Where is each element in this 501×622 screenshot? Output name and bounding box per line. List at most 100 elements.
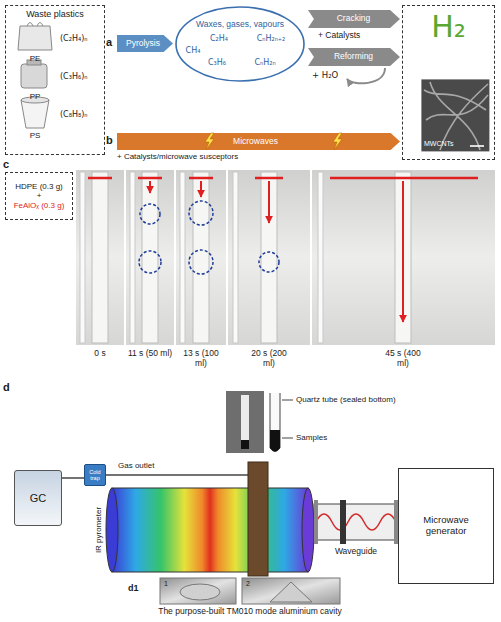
node-text: Microwaves — [233, 137, 278, 147]
arrow-body — [308, 10, 400, 28]
dashed-group-box: Waste plastics — [5, 5, 105, 155]
node-text: FeAlOₓ (0.3 g) — [14, 201, 65, 210]
cavity-photo — [160, 578, 236, 604]
node-text: MWCNTs — [424, 140, 454, 148]
bag-handles — [27, 23, 43, 27]
plastic-icons — [18, 23, 52, 129]
node-text: Microwave generator — [403, 515, 489, 537]
process-arrow: Cracking — [308, 10, 400, 28]
node-text: Waxes, gases, vapours — [196, 20, 284, 30]
panel-letter: d1 — [128, 583, 139, 593]
node-text: GC — [30, 492, 47, 505]
node-text: CH₄ — [186, 46, 201, 55]
bag-icon — [18, 26, 52, 50]
time-label-text: 20 s (200 ml) — [245, 349, 293, 369]
recycle-arrow — [347, 68, 385, 83]
time-label-text: 13 s (100 ml) — [177, 349, 225, 369]
node-text: C₂H₄ — [210, 34, 228, 43]
node-text: Pyrolysis — [126, 39, 160, 49]
lightning-symbol — [333, 133, 342, 150]
scale-bar — [470, 145, 484, 147]
photo-sample — [241, 440, 249, 449]
container-icon — [21, 64, 47, 88]
node-text: CₙH₂ₙ — [254, 58, 275, 67]
waveguide-flange — [314, 500, 318, 544]
formula-text: (C₃H₆)ₙ — [60, 72, 87, 81]
leader-line — [282, 400, 293, 401]
bubble-marker — [259, 252, 279, 272]
level-line — [330, 177, 478, 180]
gas-burette — [395, 172, 411, 343]
condition-note-text: + Catalysts/microwave susceptors — [117, 152, 238, 161]
photo-tube — [241, 395, 249, 449]
text-slot: C₂H₄ — [210, 34, 228, 43]
sem-image: MWCNTs — [421, 79, 489, 151]
formula-text: (C₈H₈)ₙ — [60, 110, 87, 119]
cavity-end — [302, 488, 314, 572]
photo-frame — [312, 170, 495, 345]
microwave-wave — [316, 514, 396, 530]
text-slot: CH₄ — [186, 46, 201, 55]
cavity-end — [106, 488, 118, 572]
text-slot: CₙH₂ₙ — [254, 58, 275, 67]
tube — [80, 172, 85, 343]
level-arrow — [268, 181, 270, 223]
lightning-symbol — [205, 133, 214, 150]
photo-frame — [126, 170, 174, 345]
generator-box: Microwave generator — [398, 468, 494, 584]
part-label-text: IR pyrometer — [94, 507, 103, 553]
process-arrow: Pyrolysis — [117, 35, 173, 52]
photo-frame — [76, 170, 124, 345]
pipe-connector — [62, 477, 84, 479]
gc-box: GC — [14, 470, 62, 526]
dashed-product-box: H₂ MWCNTs — [402, 5, 495, 160]
level-line — [255, 177, 283, 180]
panel-letter-text: c — [3, 158, 9, 171]
part-label: Samples — [296, 433, 327, 442]
time-label: 20 s (200 ml) — [245, 349, 293, 369]
cavity-field — [112, 488, 308, 572]
gas-burette — [193, 172, 209, 343]
cup-icon — [21, 100, 49, 128]
node-text: H₂ — [431, 10, 466, 45]
condition-note: + H₂O — [312, 71, 338, 81]
plastic-name: PE — [30, 54, 41, 63]
leader-line — [282, 438, 293, 439]
condition-note-text: + Catalysts — [318, 31, 360, 41]
text-slot: CₙH₂ₙ₊₂ — [257, 34, 286, 43]
time-label-text: 11 s (50 ml) — [126, 349, 174, 359]
panel-letter-text: b — [106, 134, 113, 147]
inset-photo — [226, 391, 264, 453]
plastic-name-text: PS — [30, 131, 41, 140]
condition-note-text: + H₂O — [312, 71, 338, 81]
formula-text: (C₂H₄)ₙ — [60, 34, 87, 43]
condition-note: + Catalysts — [318, 31, 360, 41]
photo-sequence — [76, 170, 495, 345]
node-text: CₙH₂ₙ₊₂ — [257, 34, 286, 43]
photo-frame — [176, 170, 226, 345]
node-text: Cold trap — [86, 469, 104, 482]
text-slot: Waxes, gases, vapours — [196, 20, 284, 30]
tube — [233, 172, 238, 343]
level-line — [138, 177, 162, 180]
level-line — [189, 177, 213, 180]
panel-letter: d — [3, 381, 10, 394]
tube — [318, 172, 323, 343]
panel-letter: b — [106, 134, 113, 147]
panel-letter-text: d — [3, 381, 10, 394]
bubble-marker — [140, 204, 160, 224]
panel-letter-text: d1 — [128, 583, 139, 593]
plastic-name: PP — [30, 92, 41, 101]
part-label: Quartz tube (sealed bottom) — [296, 395, 396, 404]
part-label-text: Quartz tube (sealed bottom) — [296, 395, 396, 404]
node-text: Waste plastics — [26, 9, 84, 19]
arrow-body — [117, 35, 173, 52]
level-arrow — [402, 181, 404, 322]
cavity-photo — [242, 578, 340, 604]
process-arrow: Reforming — [308, 48, 400, 66]
arrow-body — [117, 133, 400, 150]
caption: The purpose-built TM010 mode aluminium c… — [158, 607, 342, 617]
condition-note: + Catalysts/microwave susceptors — [117, 152, 238, 161]
callout-number: 1 — [164, 580, 168, 588]
level-arrow — [200, 181, 202, 197]
